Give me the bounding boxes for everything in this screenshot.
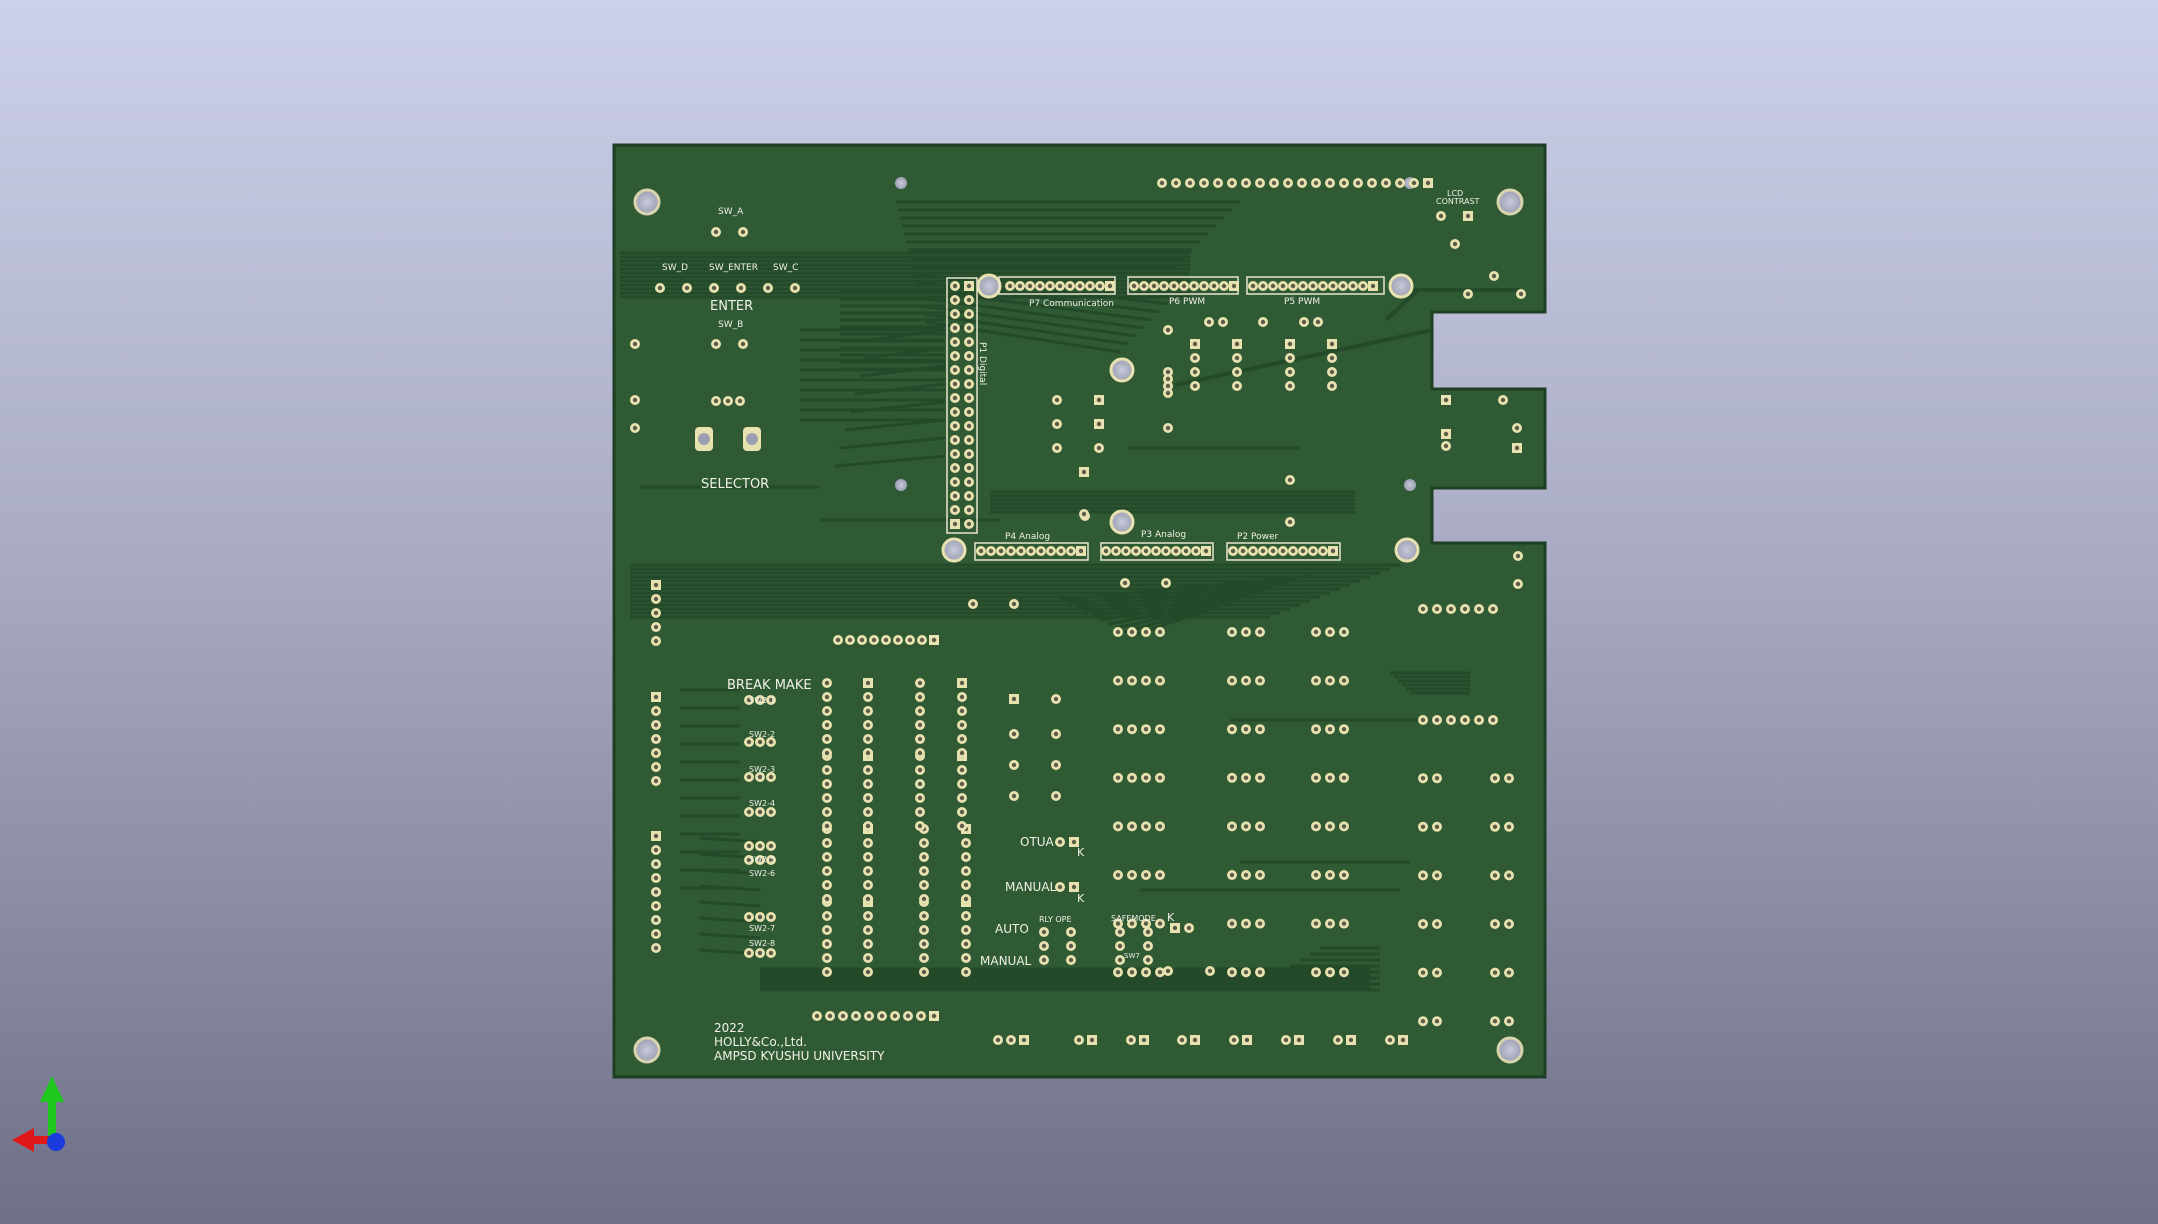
label-sw-a: SW_A [718,207,744,217]
trace [854,382,946,396]
trace [917,288,1153,322]
label-p5: P5 PWM [1284,297,1320,307]
trace [859,364,946,378]
label-p6: P6 PWM [1169,297,1205,307]
label-year: 2022 [714,1021,745,1035]
trace [864,346,946,360]
trace [1091,590,1263,618]
label-p4: P4 Analog [1005,532,1050,542]
board-outline [612,143,1547,1079]
label-contrast: CONTRAST [1436,197,1480,206]
silkscreen-labels: SW_A SW_D SW_ENTER SW_C ENTER SW_B SELEC… [662,189,1480,1063]
label-manual-bottom: MANUAL [980,954,1032,968]
trace [849,400,946,414]
label-k-otua: K [1077,846,1085,859]
label-sw2-4: SW2-4 [749,799,775,808]
trace [1059,574,1311,602]
trace [1174,328,1433,387]
label-sw2-5: SW2-5 [749,855,775,864]
label-university: AMPSD KYUSHU UNIVERSITY [714,1049,885,1063]
label-sw2-3: SW2-3 [749,765,775,774]
label-sw-b: SW_B [718,320,743,330]
label-sw7: SW7 [1124,952,1140,960]
trace [1115,602,1227,630]
label-auto: AUTO [995,922,1029,936]
label-sw-enter: SW_ENTER [709,263,758,273]
label-sw-c: SW_C [773,263,798,273]
label-p2: P2 Power [1237,532,1279,542]
label-sw2-2: SW2-2 [749,730,775,739]
selector-switch [695,427,761,451]
copper-traces [620,200,1520,992]
label-p7: P7 Communication [1029,299,1114,309]
label-p1: P1 Digital [977,342,987,385]
xyz-axis-icon [12,1076,65,1152]
trace [839,436,946,450]
trace [1083,586,1275,614]
label-k-manual: K [1077,892,1085,905]
trace [844,418,946,432]
label-lcd: LCD [1447,189,1463,198]
trace [1067,578,1299,606]
label-safemode: SAFEMODE [1111,914,1156,923]
label-rly-ope: RLY OPE [1039,915,1072,924]
trace [1075,582,1287,610]
trace [699,932,761,940]
label-sw2-1: SW2-1 [749,696,775,705]
trace [1384,288,1420,322]
label-enter: ENTER [710,299,753,314]
label-k-safemode: K [1167,911,1175,924]
label-manual-top: MANUAL [1005,880,1057,894]
solder-pads [630,178,1526,1045]
label-selector: SELECTOR [701,477,769,492]
trace [1107,598,1239,626]
trace [699,868,761,876]
trace [699,884,761,892]
label-break-make: BREAK MAKE [727,678,812,693]
label-sw2-6: SW2-6 [749,869,775,878]
trace [1099,594,1251,622]
trace [869,328,946,342]
label-p3: P3 Analog [1141,530,1186,540]
label-sw2-7: SW2-7 [749,924,775,933]
label-otua: OTUA [1020,835,1055,849]
trace [699,900,761,908]
label-sw2-8: SW2-8 [749,939,775,948]
trace [923,312,1129,346]
trace [834,454,946,468]
label-sw-d: SW_D [662,263,688,273]
mounting-holes [633,177,1524,1064]
label-company: HOLLY&Co.,Ltd. [714,1035,807,1049]
